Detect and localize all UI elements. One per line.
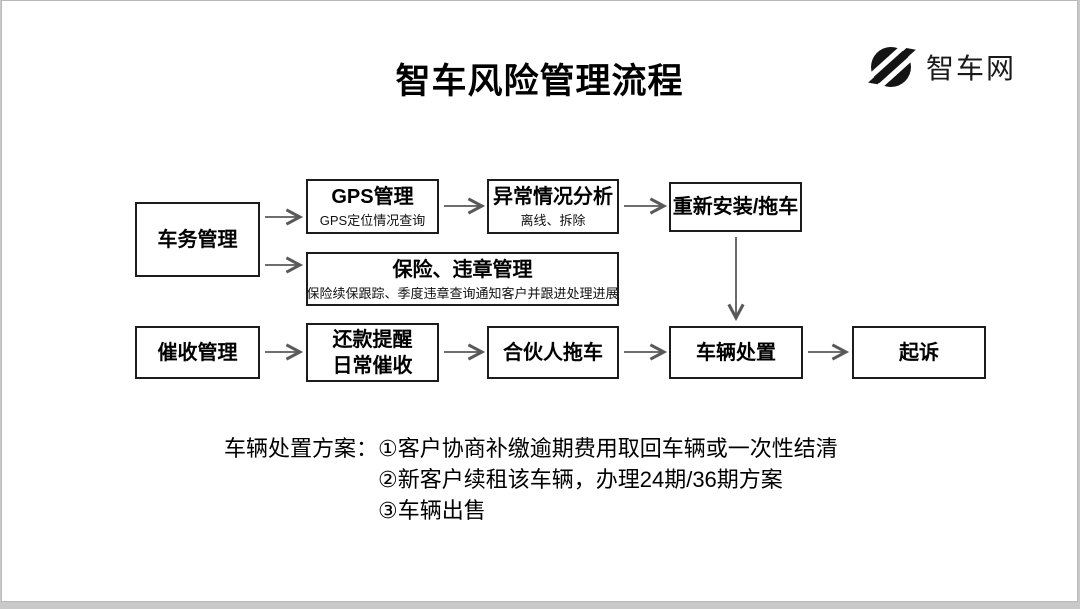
disposal-plan-item-3: ③车辆出售 <box>378 498 486 523</box>
zhiche-logo-icon <box>866 42 916 92</box>
disposal-plan-item-1: ①客户协商补缴逾期费用取回车辆或一次性结清 <box>378 436 838 461</box>
disposal-plan-label: 车辆处置方案： <box>224 436 379 461</box>
node-reinstall-tow-label: 重新安装/拖车 <box>672 196 799 218</box>
logo-text: 智车网 <box>926 53 1017 84</box>
page-title: 智车风险管理流程 <box>395 62 684 101</box>
node-lawsuit-label: 起诉 <box>899 341 939 364</box>
node-vehicle-disposal: 车辆处置 <box>669 326 803 379</box>
node-vehicle-management: 车务管理 <box>135 202 260 277</box>
node-repayment-reminder: 还款提醒 日常催收 <box>306 323 439 382</box>
disposal-plan-items: ①客户协商补缴逾期费用取回车辆或一次性结清 ②新客户续租该车辆，办理24期/36… <box>378 433 838 526</box>
node-repayment-reminder-line1: 还款提醒 <box>332 328 413 351</box>
node-abnormal-analysis-label: 异常情况分析 <box>493 186 613 208</box>
node-gps-management: GPS管理 GPS定位情况查询 <box>306 179 439 234</box>
disposal-plan-item-2: ②新客户续租该车辆，办理24期/36期方案 <box>378 467 783 492</box>
disposal-plan-note: 车辆处置方案： ①客户协商补缴逾期费用取回车辆或一次性结清 ②新客户续租该车辆，… <box>224 433 838 526</box>
node-insurance-violation-label: 保险、违章管理 <box>392 258 533 281</box>
logo: 智车网 <box>866 41 1066 93</box>
node-reinstall-tow: 重新安装/拖车 <box>669 182 802 232</box>
node-gps-management-label: GPS管理 <box>331 186 414 208</box>
node-gps-management-sub: GPS定位情况查询 <box>319 213 426 228</box>
node-insurance-violation-sub: 保险续保跟踪、季度违章查询通知客户并跟进处理进展 <box>306 285 619 301</box>
node-lawsuit: 起诉 <box>852 326 986 379</box>
node-partner-tow: 合伙人拖车 <box>487 326 619 379</box>
node-vehicle-management-label: 车务管理 <box>157 228 238 251</box>
node-abnormal-analysis: 异常情况分析 离线、拆除 <box>487 179 619 234</box>
node-collection-management-label: 催收管理 <box>157 341 238 364</box>
node-abnormal-analysis-sub: 离线、拆除 <box>520 213 586 228</box>
node-repayment-reminder-line2: 日常催收 <box>332 354 413 377</box>
node-collection-management: 催收管理 <box>135 326 260 379</box>
node-insurance-violation: 保险、违章管理 保险续保跟踪、季度违章查询通知客户并跟进处理进展 <box>306 252 619 306</box>
node-partner-tow-label: 合伙人拖车 <box>503 341 603 364</box>
node-vehicle-disposal-label: 车辆处置 <box>696 341 776 364</box>
